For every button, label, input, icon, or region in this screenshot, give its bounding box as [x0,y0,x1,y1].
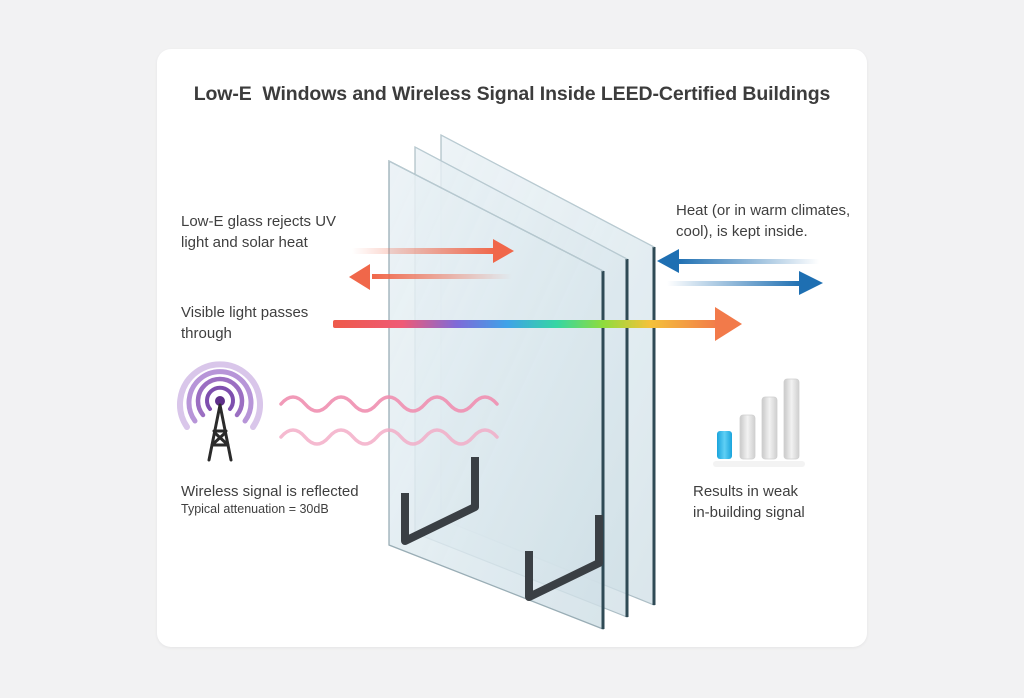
signal-bar-2 [739,414,756,460]
heat-label: Heat (or in warm climates, cool), is kep… [676,200,850,242]
result-label-line-1: Results in weak [693,483,799,500]
wireless-label: Wireless signal is reflected [181,481,359,502]
visible-light-label-line-2: through [181,325,232,342]
uv-label-line-2: light and solar heat [181,234,308,251]
wireless-label-line-1: Wireless signal is reflected [181,483,359,500]
signal-bar-4 [783,378,800,460]
result-label: Results in weak in-building signal [693,481,805,523]
result-label-line-2: in-building signal [693,504,805,521]
visible-light-arrow [333,307,742,341]
visible-light-label-line-1: Visible light passes [181,304,309,321]
diagram-card: Low-E Windows and Wireless Signal Inside… [157,49,867,647]
signal-strength-icon [713,378,805,467]
visible-light-label: Visible light passes through [181,302,308,344]
glass-panes [388,134,656,630]
rejected-heat-arrows [349,239,514,290]
page-title: Low-E Windows and Wireless Signal Inside… [193,83,831,105]
low-e-window-illustration [177,134,823,630]
signal-bar-1 [717,431,732,459]
attenuation-label: Typical attenuation = 30dB [181,502,329,516]
heat-kept-inside-arrows [657,249,823,295]
uv-label: Low-E glass rejects UV light and solar h… [181,211,336,253]
wireless-waves [279,395,499,446]
signal-bar-3 [761,396,778,460]
radio-tower-icon [177,361,263,462]
window-stands [401,457,603,601]
heat-label-line-1: Heat (or in warm climates, [676,202,851,219]
uv-label-line-1: Low-E glass rejects UV [181,213,337,230]
heat-label-line-2: cool), is kept inside. [676,223,808,240]
